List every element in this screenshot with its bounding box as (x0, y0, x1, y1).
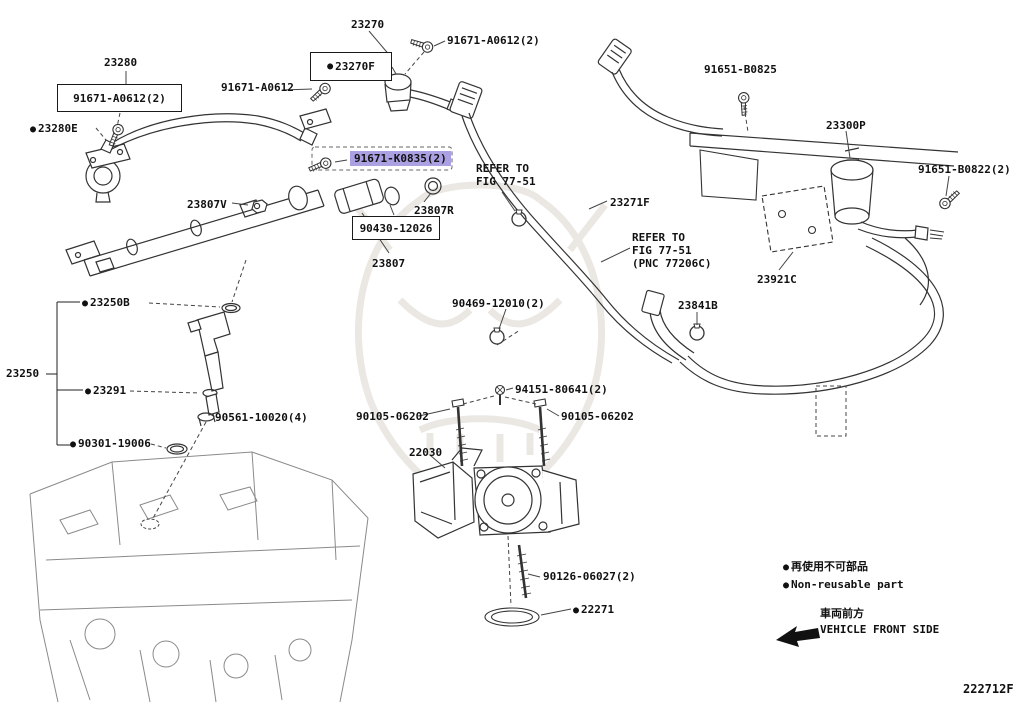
part-label-23280[interactable]: 23280 (104, 56, 138, 69)
part-label-90301-19006[interactable]: ●90301-19006 (70, 437, 151, 451)
bolt-91651-B0822 (936, 188, 964, 212)
part-label-91671-a0612-2-left[interactable]: 91671-A0612(2) (57, 84, 182, 112)
part-label-text: 22271 (581, 603, 615, 616)
nonreusable-bullet: ● (327, 61, 334, 72)
pressure-regulator (85, 143, 131, 203)
legend-front-en: VEHICLE FRONT SIDE (820, 623, 940, 636)
nonreusable-bullet: ● (30, 124, 37, 135)
part-label-22030[interactable]: 22030 (409, 446, 443, 459)
refer-note-line: REFER TO (632, 231, 685, 244)
fuel-hoses (449, 38, 959, 395)
part-label-91651-b0822[interactable]: 91651-B0822(2) (918, 163, 1011, 176)
legend-text: 再使用不可部品 (791, 560, 869, 573)
part-label-text: 90301-19006 (78, 437, 151, 450)
part-label-23271F[interactable]: 23271F (610, 196, 650, 209)
part-label-91651-b0825[interactable]: 91651-B0825 (704, 63, 777, 76)
fuel-inlet-pipe (100, 113, 318, 154)
part-label-text: 23280E (38, 122, 78, 135)
part-label-23250[interactable]: 23250 (6, 367, 40, 380)
refer-note-fig-77-51-pnc: REFER TO FIG 77-51 (PNC 77206C) (632, 231, 711, 270)
refer-note-line: FIG 77-51 (476, 175, 536, 188)
front-direction-arrow (776, 626, 820, 647)
part-label-91671-k0835-highlighted[interactable]: 91671-K0835(2) (350, 151, 451, 166)
part-label-23921C[interactable]: 23921C (757, 273, 797, 286)
fuel-rail-fittings (251, 177, 442, 214)
hose-clamp-23841B (689, 323, 705, 341)
part-label-90105-06202-left[interactable]: 90105-06202 (356, 410, 429, 423)
part-label-23250B[interactable]: ●23250B (82, 296, 130, 310)
bolt-91651-B0825 (735, 91, 752, 117)
refer-note-line: REFER TO (476, 162, 529, 175)
legend-front-jp: 車両前方 (820, 607, 864, 620)
nonreusable-bullet: ● (783, 562, 790, 573)
part-label-91671-a0612[interactable]: 91671-A0612 (221, 81, 294, 94)
part-label-23807[interactable]: 23807 (372, 257, 406, 270)
part-label-text: 91671-A0612(2) (73, 91, 166, 105)
part-label-23807V[interactable]: 23807V (187, 198, 227, 211)
hose-clamp-90469 (489, 327, 505, 345)
engine-block (29, 451, 369, 703)
legend-nonreusable-jp: ●再使用不可部品 (783, 560, 868, 574)
part-label-90430-12026[interactable]: 90430-12026 (352, 216, 440, 240)
part-label-23807R[interactable]: 23807R (414, 204, 454, 217)
throttle-fasteners (451, 384, 551, 627)
part-label-text: 23291 (93, 384, 127, 397)
part-label-23300P[interactable]: 23300P (826, 119, 866, 132)
fuel-rail (65, 189, 325, 277)
refer-note-fig-77-51: REFER TO FIG 77-51 (476, 162, 536, 188)
part-label-text: 90430-12026 (359, 221, 433, 235)
refer-note-line: FIG 77-51 (632, 244, 692, 257)
filter-bracket (699, 149, 834, 253)
part-label-94151-80641[interactable]: 94151-80641(2) (515, 383, 608, 396)
leader-lines (95, 30, 950, 616)
part-label-23841B[interactable]: 23841B (678, 299, 718, 312)
fuel-filter (830, 147, 945, 241)
part-label-90126-06027[interactable]: 90126-06027(2) (543, 570, 636, 583)
part-label-22271[interactable]: ●22271 (573, 603, 614, 617)
part-label-23291[interactable]: ●23291 (85, 384, 126, 398)
part-label-23280E[interactable]: ●23280E (30, 122, 78, 136)
bolt-91671-A0612-top (408, 33, 436, 56)
throttle-body (412, 447, 580, 539)
part-label-90105-06202-right[interactable]: 90105-06202 (561, 410, 634, 423)
part-label-23270[interactable]: 23270 (351, 18, 385, 31)
part-label-91671-a0612-2-top[interactable]: 91671-A0612(2) (447, 34, 540, 47)
part-label-90561-10020[interactable]: 90561-10020(4) (215, 411, 308, 424)
part-label-90469-12010[interactable]: 90469-12010(2) (452, 297, 545, 310)
nonreusable-bullet: ● (573, 605, 580, 616)
part-label-text: 23270F (335, 60, 375, 73)
nonreusable-bullet: ● (70, 439, 77, 450)
diagram-code: 222712F (963, 682, 1014, 696)
bolt-91671-A0612-mid (306, 80, 334, 104)
nonreusable-bullet: ● (82, 298, 89, 309)
part-label-text: 23250B (90, 296, 130, 309)
part-label-23270F[interactable]: ●23270F (310, 52, 392, 81)
nonreusable-bullet: ● (783, 580, 790, 591)
legend-text: Non-reusable part (791, 578, 904, 591)
refer-note-line: (PNC 77206C) (632, 257, 712, 270)
legend-nonreusable-en: ●Non-reusable part (783, 578, 904, 592)
pulsation-damper (299, 73, 464, 130)
fuel-injector (166, 302, 241, 455)
nonreusable-bullet: ● (85, 386, 92, 397)
group-bracket-23250 (46, 301, 83, 446)
